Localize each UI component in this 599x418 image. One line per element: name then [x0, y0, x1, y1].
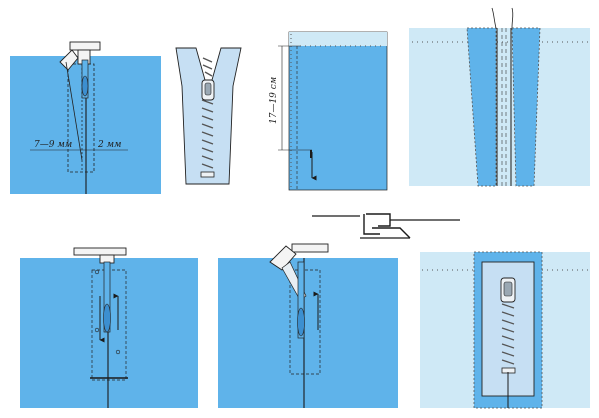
thread	[511, 7, 514, 29]
fabric-piece	[288, 31, 388, 191]
zipper-teeth	[201, 57, 214, 169]
zipper-pull	[204, 82, 212, 96]
zipper-teeth	[501, 303, 515, 365]
seam-allowance-right	[511, 27, 541, 187]
stitch-width-label: 7—9 мм	[34, 140, 72, 150]
thread	[491, 7, 497, 29]
seam-offset-label: 2 мм	[97, 140, 122, 150]
zipper-stop	[200, 171, 215, 178]
panel-1-basting: 7—9 мм 2 мм	[10, 41, 161, 194]
fabric-piece	[218, 258, 398, 408]
seam-allowance-left	[466, 27, 497, 187]
zipper-foot-icon	[59, 41, 101, 99]
fabric-fold	[289, 32, 387, 46]
zipper-tape	[175, 47, 242, 185]
zipper-foot-icon	[269, 243, 329, 339]
zipper-pull	[503, 281, 513, 297]
seam-symbol-icon	[312, 213, 460, 239]
panel-7-finished	[420, 251, 590, 409]
zipper-foot-icon	[73, 247, 127, 333]
panel-4-pressed-seam	[409, 7, 590, 187]
zip-length-label: 17—19 см	[269, 77, 279, 124]
panel-3-marking: 17—19 см	[269, 31, 388, 191]
panel-2-zipper	[175, 47, 242, 185]
basting-outline	[289, 269, 321, 375]
panel-6-stitching	[218, 243, 398, 408]
panel-5-stitching	[20, 247, 198, 408]
guide-line	[65, 61, 83, 161]
fabric-piece	[409, 28, 590, 186]
